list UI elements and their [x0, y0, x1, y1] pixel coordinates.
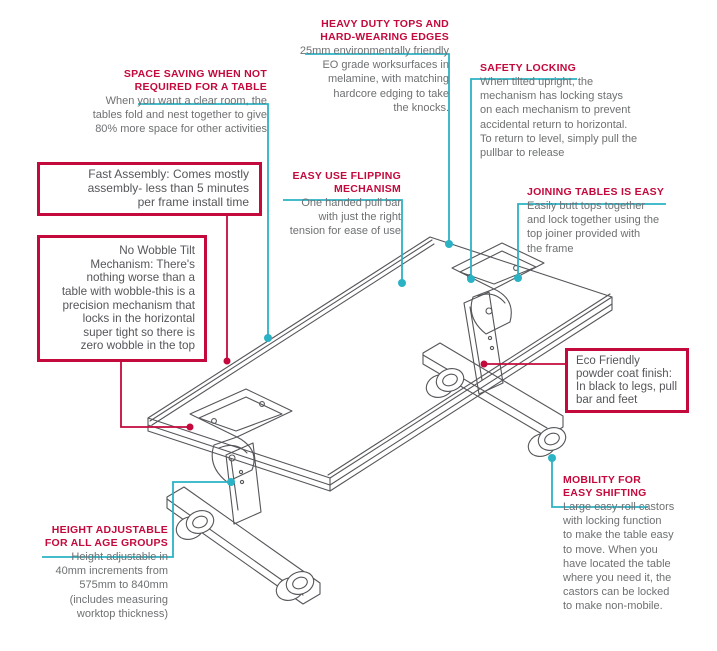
- red-connector-dots: [186, 357, 488, 431]
- left-leg-column: [225, 442, 262, 525]
- callout-heading: HEAVY DUTY TOPS AND HARD-WEARING EDGES: [320, 18, 449, 43]
- caster-back-left: [275, 571, 315, 601]
- callout-heading: JOINING TABLES IS EASY: [527, 186, 665, 198]
- teal-connector-dots: [227, 240, 556, 486]
- callout-heavy-duty-tops: HEAVY DUTY TOPS AND HARD-WEARING EDGES 2…: [271, 18, 449, 115]
- callout-heading: EASY USE FLIPPING MECHANISM: [292, 170, 401, 195]
- caster-front-left: [175, 510, 215, 540]
- callout-space-saving: SPACE SAVING WHEN NOT REQUIRED FOR A TAB…: [77, 68, 267, 137]
- caster-front-right: [425, 368, 465, 398]
- teal-connector-lines: [42, 53, 666, 558]
- callout-heading: HEIGHT ADJUSTABLE FOR ALL AGE GROUPS: [44, 524, 168, 549]
- callout-body: When tilted upright, the mechanism has l…: [480, 76, 638, 160]
- callout-mobility: MOBILITY FOR EASY SHIFTING Large easy-ro…: [563, 474, 681, 614]
- callout-safety-locking: SAFETY LOCKING When tilted upright, the …: [480, 62, 652, 160]
- callout-heading: MOBILITY FOR EASY SHIFTING: [563, 474, 647, 499]
- left-foot-beam: [166, 486, 321, 605]
- callout-joining-tables: JOINING TABLES IS EASY Easily butt tops …: [527, 186, 677, 256]
- callout-body: When you want a clear room, the tables f…: [92, 95, 267, 136]
- callout-box-fast-assembly: Fast Assembly: Comes mostly assembly- le…: [37, 162, 262, 216]
- connector-mobility: [551, 458, 648, 508]
- right-foot-beam: [422, 342, 564, 438]
- callout-easy-flipping: EASY USE FLIPPING MECHANISM One handed p…: [266, 170, 401, 239]
- connector-safety-locking: [470, 78, 577, 279]
- callout-heading: SPACE SAVING WHEN NOT REQUIRED FOR A TAB…: [123, 68, 267, 93]
- connector-heavy-duty: [305, 53, 450, 244]
- callout-box-eco-friendly: Eco Friendly powder coat finish: In blac…: [565, 348, 689, 413]
- connector-easy-flipping: [283, 199, 403, 283]
- callout-box-no-wobble: No Wobble Tilt Mechanism: There's nothin…: [37, 235, 207, 362]
- connector-joining-tables: [517, 203, 666, 278]
- red-connector-lines: [120, 216, 565, 428]
- tabletop-illustration: [147, 236, 613, 492]
- callout-body: Easily butt tops together and lock toget…: [527, 200, 660, 255]
- callout-box-text: No Wobble Tilt Mechanism: There's nothin…: [61, 244, 195, 353]
- callout-heading: SAFETY LOCKING: [480, 62, 577, 74]
- callout-box-text: Eco Friendly powder coat finish: In blac…: [576, 354, 678, 406]
- connector-space-saving: [138, 103, 269, 338]
- connector-height-adjustable: [42, 481, 231, 558]
- connector-no-wobble: [120, 362, 190, 428]
- caster-back-right: [527, 427, 567, 457]
- callout-body: 25mm environmentally friendly EO grade w…: [299, 45, 449, 114]
- callout-body: Height adjustable in 40mm increments fro…: [55, 551, 168, 620]
- callout-height-adjustable: HEIGHT ADJUSTABLE FOR ALL AGE GROUPS Hei…: [18, 524, 168, 621]
- callout-body: Large easy-roll castors with locking fun…: [563, 501, 675, 613]
- callout-body: One handed pull bar with just the right …: [289, 197, 401, 238]
- callout-box-text: Fast Assembly: Comes mostly assembly- le…: [87, 167, 249, 209]
